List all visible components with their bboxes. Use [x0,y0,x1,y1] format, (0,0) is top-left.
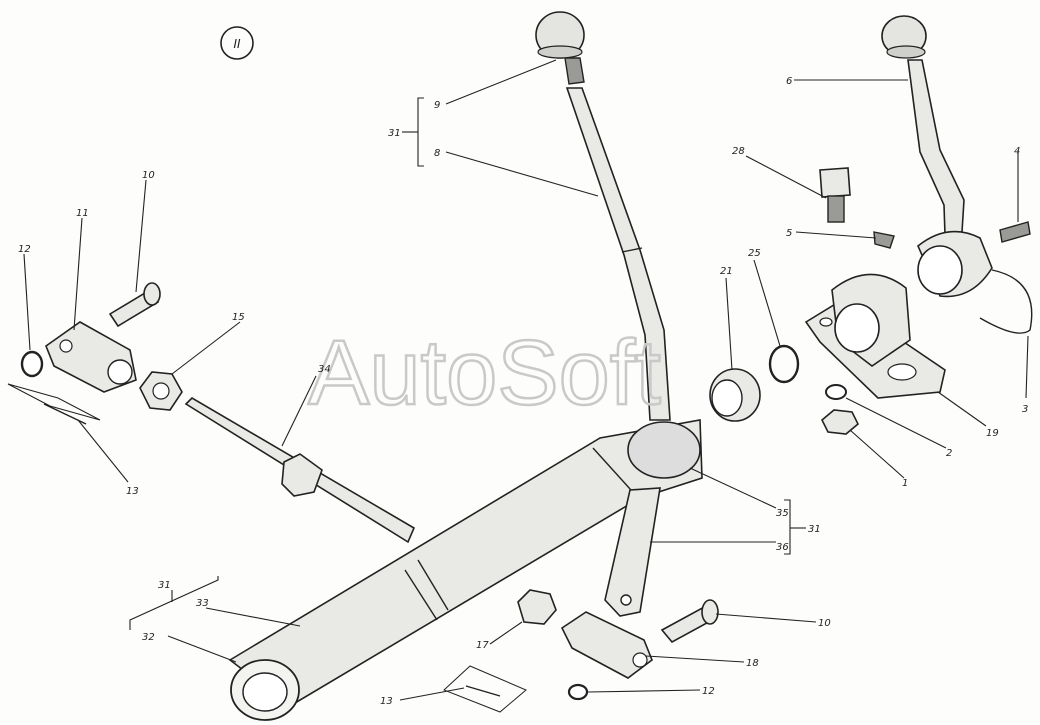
label-2: 2 [946,448,952,459]
label-3: 3 [1022,404,1028,415]
label-28: 28 [732,146,745,157]
label-10-left: 10 [142,170,155,181]
label-19: 19 [986,428,999,439]
label-36: 36 [776,542,789,553]
washer-12-right [567,683,589,701]
label-1: 1 [902,478,908,489]
label-18: 18 [746,658,759,669]
label-31-left: 31 [158,580,171,591]
label-12-right: 12 [702,686,715,697]
threaded-rod-34 [184,396,416,544]
lever-6 [881,15,993,298]
washer-2 [825,384,847,400]
nut-1 [821,409,859,435]
label-8: 8 [434,148,440,159]
label-4: 4 [1014,146,1020,157]
key-4 [999,221,1031,243]
cotter-pin-13-right [443,665,527,713]
lever-arm-36 [604,487,661,617]
label-6: 6 [786,76,792,87]
label-32: 32 [142,632,155,643]
washer-12-left [20,350,44,378]
watermark: AutoSoft [308,322,661,424]
label-35: 35 [776,508,789,519]
pin-10-left [108,282,161,328]
section-mark: II [220,26,254,60]
label-9: 9 [434,100,440,111]
label-11: 11 [76,208,89,219]
part-labels: 9 8 31 6 28 5 4 21 25 3 2 1 19 35 36 31 … [18,76,1028,707]
label-17: 17 [476,640,489,651]
pin-5 [873,231,895,249]
bearing-21 [709,368,761,422]
label-31-top: 31 [388,128,401,139]
svg-text:II: II [233,37,241,51]
pin-10-right [660,599,719,644]
nut-15 [139,371,183,411]
label-31-right: 31 [808,524,821,535]
label-10-right: 10 [818,618,831,629]
label-13-left: 13 [126,486,139,497]
spring-wire-3 [979,269,1033,334]
bolt-28 [819,167,851,223]
nut-17 [517,589,557,625]
bracket-housing-19 [804,273,946,399]
label-13-right: 13 [380,696,393,707]
leader-lines [23,59,1029,701]
label-21: 21 [720,266,733,277]
main-shaft-tube [228,419,703,721]
clevis-11 [45,321,137,393]
clevis-18 [560,611,653,679]
label-25: 25 [748,248,761,259]
label-15: 15 [232,312,245,323]
cotter-pin-13-left [7,383,101,425]
label-34: 34 [318,364,331,375]
gear-lever-rod [535,11,671,421]
label-33: 33 [196,598,209,609]
label-12-left: 12 [18,244,31,255]
label-5: 5 [786,228,792,239]
snap-ring-25 [768,344,800,384]
